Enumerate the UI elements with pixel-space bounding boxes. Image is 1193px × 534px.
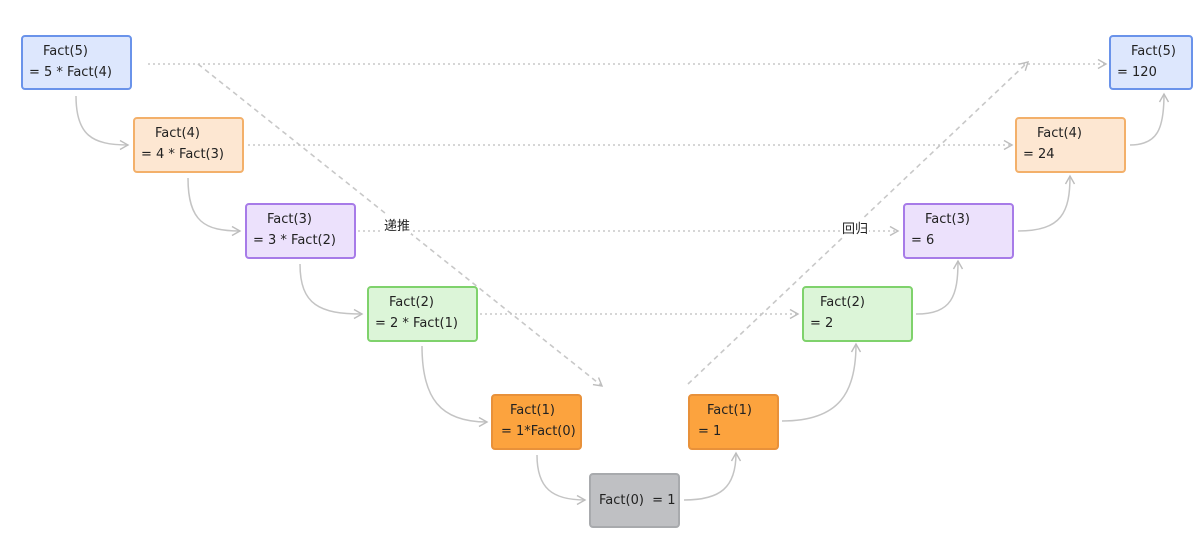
connector-ascent-1-2 — [781, 342, 862, 422]
node-line1: Fact(4) — [1037, 126, 1082, 141]
recursion-label: 递推 — [383, 215, 412, 234]
node-line2: = 6 — [911, 233, 935, 248]
node-line2: = 1 — [698, 424, 722, 439]
connector-descent-3-2 — [299, 263, 364, 320]
node-line2: = 4 * Fact(3) — [141, 147, 224, 162]
node-line2: = 5 * Fact(4) — [29, 65, 112, 80]
node-line1: Fact(5) — [1131, 44, 1176, 59]
descent-node-fact2: Fact(2) = 2 * Fact(1) — [367, 286, 478, 342]
connector-descent-1-0 — [536, 454, 587, 506]
connector-ascent-4-5 — [1129, 92, 1170, 146]
node-line2: = 24 — [1023, 147, 1055, 162]
node-line1: Fact(1) — [510, 403, 555, 418]
ascent-node-fact5: Fact(5) = 120 — [1109, 35, 1193, 90]
node-line1: Fact(3) — [925, 212, 970, 227]
base-label: Fact(0) = 1 — [599, 493, 676, 508]
descent-node-fact1: Fact(1) = 1*Fact(0) — [491, 394, 582, 450]
node-line2: = 2 * Fact(1) — [375, 316, 458, 331]
node-line2: = 2 — [810, 316, 834, 331]
ascent-node-fact4: Fact(4) = 24 — [1015, 117, 1126, 173]
descent-node-fact5: Fact(5) = 5 * Fact(4) — [21, 35, 132, 90]
node-line2: = 1*Fact(0) — [501, 424, 576, 439]
return-label: 回归 — [841, 218, 870, 237]
node-line1: Fact(3) — [267, 212, 312, 227]
descent-node-fact3: Fact(3) = 3 * Fact(2) — [245, 203, 356, 259]
node-line1: Fact(2) — [389, 295, 434, 310]
connector-descent-2-1 — [421, 345, 489, 428]
ascent-node-fact2: Fact(2) = 2 — [802, 286, 913, 342]
connector-descent-4-3 — [187, 177, 242, 237]
node-line1: Fact(4) — [155, 126, 200, 141]
node-line1: Fact(1) — [707, 403, 752, 418]
node-line1: Fact(5) — [43, 44, 88, 59]
ascent-node-fact1: Fact(1) = 1 — [688, 394, 779, 450]
connector-ascent-3-4 — [1017, 174, 1076, 232]
connector-ascent-0-1 — [683, 451, 742, 501]
node-line2: = 3 * Fact(2) — [253, 233, 336, 248]
connector-descent-5-4 — [75, 95, 130, 151]
ascent-node-fact3: Fact(3) = 6 — [903, 203, 1014, 259]
connector-ascent-2-3 — [915, 259, 964, 315]
node-line2: = 120 — [1117, 65, 1157, 80]
node-line1: Fact(2) — [820, 295, 865, 310]
descent-node-fact4: Fact(4) = 4 * Fact(3) — [133, 117, 244, 173]
base-node-fact0: Fact(0) = 1 — [589, 473, 680, 528]
